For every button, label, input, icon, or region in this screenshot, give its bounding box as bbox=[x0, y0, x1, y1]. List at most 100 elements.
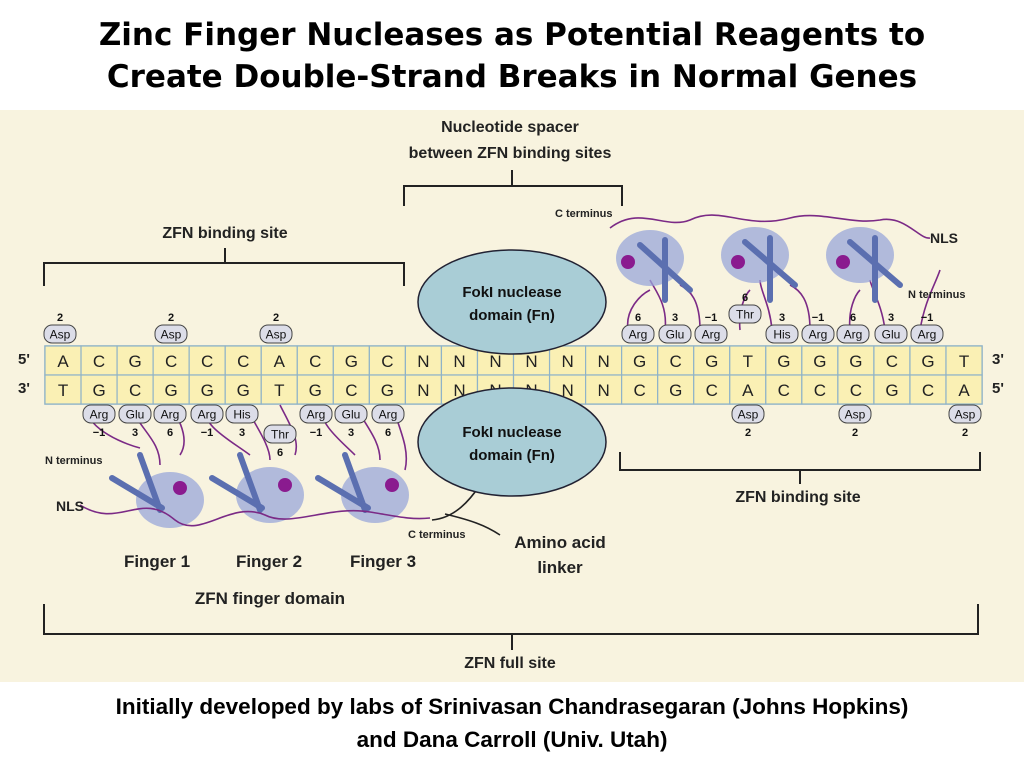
residue-position: 3 bbox=[779, 312, 785, 324]
residue-name: Thr bbox=[736, 308, 754, 322]
residue-position: 6 bbox=[850, 312, 856, 324]
dna-base-bottom: C bbox=[634, 381, 646, 400]
dna-base-top: G bbox=[345, 352, 358, 371]
dna-cell bbox=[945, 374, 983, 405]
dna-cell bbox=[945, 345, 983, 376]
bottom-finger-domain bbox=[79, 404, 501, 536]
residue-tag bbox=[728, 304, 762, 324]
dna-base-top: C bbox=[309, 352, 321, 371]
dna-cell bbox=[693, 345, 731, 376]
residue-position: 2 bbox=[168, 312, 174, 324]
nls-label-top: NLS bbox=[930, 230, 958, 246]
dna-base-bottom: C bbox=[345, 381, 357, 400]
residue-tag bbox=[259, 324, 293, 344]
residue-tag bbox=[765, 324, 799, 344]
dna-base-top: N bbox=[561, 352, 573, 371]
dna-base-top: C bbox=[237, 352, 249, 371]
residue-position: 6 bbox=[742, 292, 748, 304]
residue-position: 3 bbox=[132, 427, 138, 439]
top-finger-domain bbox=[609, 214, 941, 331]
residue-position: 2 bbox=[852, 427, 858, 439]
top-zinc-ion-2 bbox=[731, 255, 745, 269]
dna-base-bottom: G bbox=[309, 381, 322, 400]
beta-sheet-arrows-bottom bbox=[109, 452, 371, 513]
dna-base-top: T bbox=[743, 352, 753, 371]
dna-base-top: C bbox=[201, 352, 213, 371]
strand-bottom-3-prime: 3' bbox=[18, 380, 30, 397]
finger-2-label: Finger 2 bbox=[236, 552, 302, 571]
dna-base-top: A bbox=[274, 352, 286, 371]
dna-base-top: A bbox=[57, 352, 69, 371]
fok-nuclease-domain-bottom bbox=[417, 387, 607, 497]
dna-cell bbox=[837, 345, 875, 376]
full-site-bracket bbox=[43, 604, 979, 650]
dna-base-bottom: G bbox=[237, 381, 250, 400]
dna-base-bottom: N bbox=[561, 381, 573, 400]
fok-bottom-label-line-1: FokI nuclease bbox=[462, 424, 561, 441]
strand-top-5-prime: 5' bbox=[18, 351, 30, 368]
dna-base-bottom: C bbox=[706, 381, 718, 400]
finger-domain-label: ZFN finger domain bbox=[195, 589, 345, 608]
n-terminus-label-bottom: N terminus bbox=[45, 455, 102, 467]
dna-cell bbox=[765, 345, 803, 376]
dna-base-bottom: G bbox=[201, 381, 214, 400]
residue-name: Glu bbox=[882, 328, 901, 342]
residue-tag bbox=[731, 404, 765, 424]
finger-1-label: Finger 1 bbox=[124, 552, 190, 571]
dna-base-top: C bbox=[165, 352, 177, 371]
residue-position: 2 bbox=[962, 427, 968, 439]
residue-position: −1 bbox=[812, 312, 825, 324]
residue-position: −1 bbox=[921, 312, 934, 324]
residue-tag bbox=[299, 404, 333, 424]
residue-name: Asp bbox=[738, 408, 759, 422]
top-zinc-ion-1 bbox=[621, 255, 635, 269]
dna-cell bbox=[404, 374, 443, 405]
dna-cell bbox=[801, 374, 839, 405]
dna-base-bottom: G bbox=[165, 381, 178, 400]
dna-cell bbox=[548, 345, 587, 376]
zfn-binding-site-label-left: ZFN binding site bbox=[162, 225, 287, 242]
residue-tag bbox=[43, 324, 77, 344]
dna-cell bbox=[693, 374, 731, 405]
residue-name: Glu bbox=[126, 408, 145, 422]
spacer-label-line-2: between ZFN binding sites bbox=[409, 145, 612, 162]
slide-title: Zinc Finger Nucleases as Potential Reage… bbox=[0, 14, 1024, 98]
dna-base-top: N bbox=[597, 352, 609, 371]
residue-position: 2 bbox=[57, 312, 63, 324]
residue-position: −1 bbox=[705, 312, 718, 324]
residue-position: 2 bbox=[745, 427, 751, 439]
dna-base-top: N bbox=[489, 352, 501, 371]
dna-base-bottom: T bbox=[58, 381, 68, 400]
residue-position: 3 bbox=[239, 427, 245, 439]
dna-base-bottom: C bbox=[922, 381, 934, 400]
dna-base-top: G bbox=[633, 352, 646, 371]
strand-bottom-5-prime: 5' bbox=[992, 380, 1004, 397]
residue-position: 3 bbox=[888, 312, 894, 324]
residue-tag bbox=[371, 404, 405, 424]
residue-position: 6 bbox=[167, 427, 173, 439]
residue-name: Arg bbox=[90, 408, 109, 422]
residue-name: Arg bbox=[307, 408, 326, 422]
residue-name: Glu bbox=[666, 328, 685, 342]
residue-position: 6 bbox=[277, 447, 283, 459]
dna-base-bottom: N bbox=[417, 381, 429, 400]
dna-base-top: G bbox=[849, 352, 862, 371]
residue-name: Arg bbox=[702, 328, 721, 342]
residue-name: Arg bbox=[161, 408, 180, 422]
residue-name: His bbox=[773, 328, 790, 342]
residue-name: His bbox=[233, 408, 250, 422]
dna-base-top: T bbox=[959, 352, 969, 371]
residue-name: Arg bbox=[844, 328, 863, 342]
residue-name: Arg bbox=[809, 328, 828, 342]
residue-tag bbox=[874, 324, 908, 344]
fok-top-label-line-1: FokI nuclease bbox=[462, 284, 561, 301]
residue-tag bbox=[694, 324, 728, 344]
c-terminus-label-top: C terminus bbox=[555, 208, 612, 220]
dna-base-bottom: G bbox=[885, 381, 898, 400]
binding-site-bracket-right bbox=[619, 452, 981, 484]
dna-cell bbox=[152, 374, 190, 405]
dna-base-top: G bbox=[777, 352, 790, 371]
dna-base-bottom: C bbox=[814, 381, 826, 400]
dna-base-top: G bbox=[813, 352, 826, 371]
residue-name: Arg bbox=[629, 328, 648, 342]
